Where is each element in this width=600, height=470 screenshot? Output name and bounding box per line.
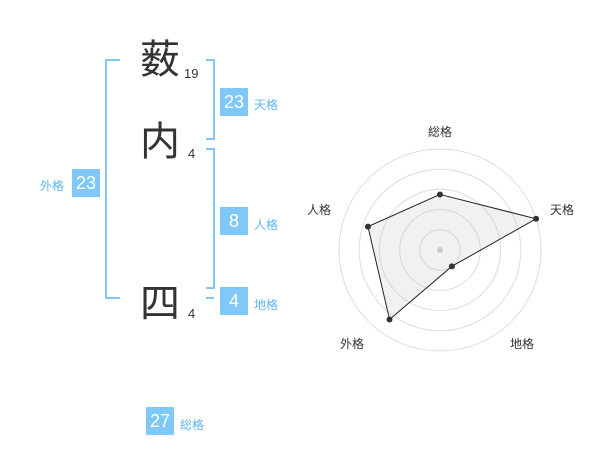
chikaku-score: 4 [228, 290, 239, 311]
radar-center [437, 247, 443, 253]
chikaku-score-box: 4 [220, 287, 248, 315]
gaikaku-score: 23 [75, 172, 97, 193]
chikaku-label: 地格 [254, 298, 279, 312]
radar-label-soukaku: 総格 [428, 125, 453, 139]
surname-char-2: 内 [140, 119, 180, 165]
radar-series-polygon [367, 193, 538, 321]
radar-ring [378, 188, 502, 312]
radar-ring [338, 148, 542, 352]
stroke-count-2: 4 [188, 146, 196, 161]
tenkaku-score-box: 23 [220, 88, 248, 116]
jinkaku-label: 人格 [254, 218, 279, 232]
radar-label-gaikaku: 外格 [340, 337, 365, 351]
surname-char-1: 薮 [140, 37, 180, 83]
gaikaku-label: 外格 [40, 179, 65, 193]
jinkaku-score: 8 [228, 210, 239, 231]
tenkaku-label: 天格 [254, 98, 279, 112]
radar-label-tenkaku: 天格 [550, 203, 575, 217]
soukaku-score-box: 27 [146, 407, 174, 435]
radar-point-1 [533, 215, 540, 222]
radar-label-chikaku: 地格 [510, 337, 535, 351]
radar-point-0 [437, 191, 443, 198]
gaikaku-score-box: 23 [72, 169, 100, 197]
stroke-count-1: 19 [184, 66, 199, 81]
jinkaku-score-box: 8 [220, 207, 248, 235]
stroke-count-3: 4 [188, 306, 196, 321]
radar-point-3 [386, 316, 393, 323]
radar-point-2 [448, 263, 455, 270]
soukaku-label: 総格 [180, 418, 205, 432]
radar-point-4 [364, 223, 371, 230]
radar-ring [358, 168, 522, 332]
tenkaku-score: 23 [223, 91, 245, 112]
radar-ring [419, 229, 461, 271]
given-name-char-1: 四 [140, 281, 180, 327]
soukaku-score: 27 [149, 410, 171, 431]
radar-label-jinkaku: 人格 [307, 203, 332, 217]
